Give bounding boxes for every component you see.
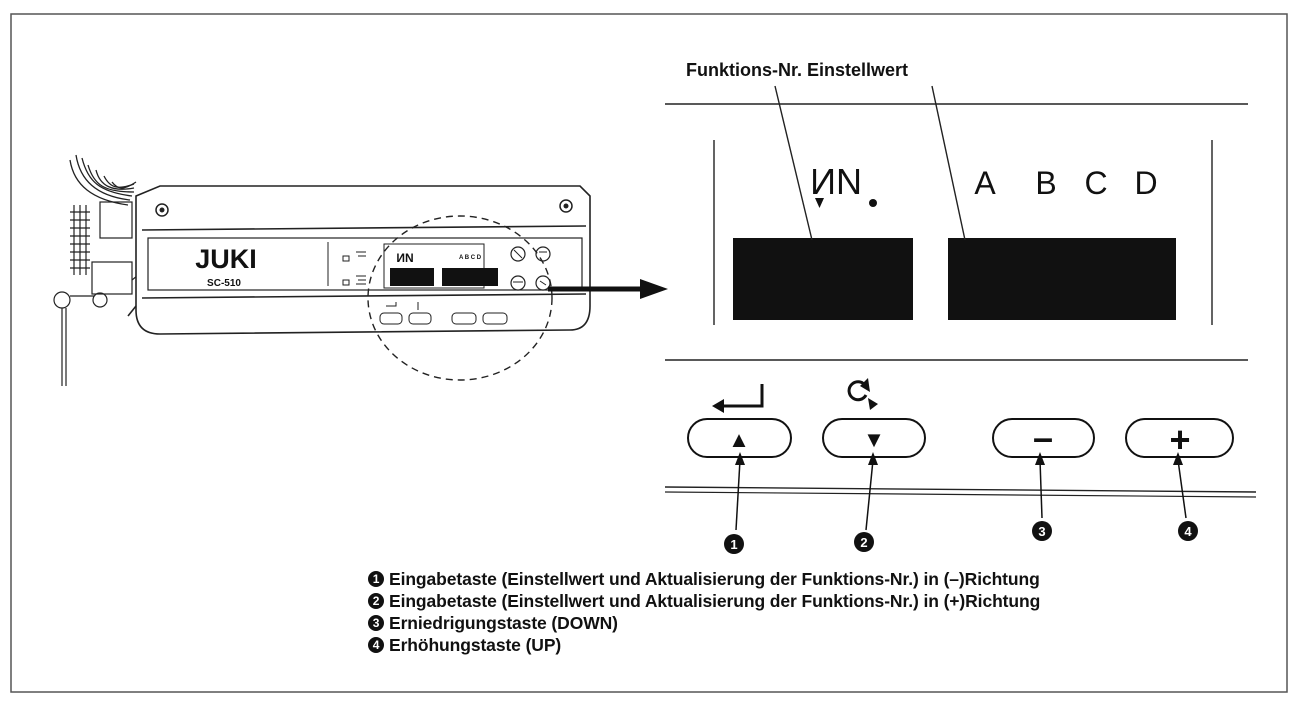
unit-key-4: [482, 312, 508, 325]
brand-logo: JUKI: [195, 244, 257, 274]
small-led-1: [342, 255, 350, 262]
unit-round-button-marks: [513, 249, 547, 286]
cable-bundle: [69, 154, 137, 206]
screw-right-center: [563, 203, 569, 209]
key-down[interactable]: –: [992, 417, 1095, 458]
legend-marker-2: 2: [368, 593, 384, 609]
callout-line-2: [865, 459, 874, 531]
enter-arrow-head: [712, 399, 724, 413]
legend-note-1: 1 Eingabetaste (Einstellwert und Aktuali…: [368, 568, 1040, 590]
refresh-icon-head: [860, 378, 870, 392]
key-up-triangle-icon: ▲: [728, 427, 750, 452]
leader-function-number: [774, 85, 813, 241]
callout-line-3: [1039, 459, 1043, 519]
unit-round-button-2: [535, 246, 551, 262]
unit-key-2: [408, 312, 432, 325]
marker-4-text: 4: [1184, 524, 1192, 539]
control-unit-illustration: JUKI SC-510 ИN A B C D: [53, 154, 668, 386]
small-led-labels: [356, 251, 366, 285]
marker-3: [1032, 521, 1052, 541]
key-enter-plus[interactable]: ▼: [822, 418, 926, 458]
unit-key-symbols: [386, 302, 419, 310]
figure-frame: [10, 13, 1288, 693]
setting-value-display: [948, 238, 1176, 320]
unit-key-3: [451, 312, 477, 325]
legend-note-4: 4 Erhöhungstaste (UP): [368, 634, 1040, 656]
key-plus-icon: +: [1169, 419, 1190, 460]
display-glyphs: ИN: [810, 161, 862, 202]
letter-b: B: [1035, 165, 1056, 201]
key-enter-minus[interactable]: ▲: [687, 418, 792, 458]
small-display-block-right: [442, 268, 498, 286]
panel-bottom-line-1: [664, 486, 1257, 493]
small-display-glyphs: ИN: [396, 251, 413, 265]
legend-marker-1: 1: [368, 571, 384, 587]
function-number-display: [733, 238, 913, 320]
enlarged-panel: Funktions-Nr. Einstellwert ИN A B C D ▲ …: [664, 60, 1257, 554]
leader-setting-value: [931, 85, 966, 241]
callout-head-2: [868, 452, 878, 465]
callout-line-1: [735, 459, 741, 531]
small-display-letters: A B C D: [459, 255, 482, 261]
key-up[interactable]: +: [1125, 418, 1234, 460]
panel-bottom-line-2: [664, 491, 1257, 498]
unit-round-button-3: [510, 275, 526, 291]
magnifier-circle: [367, 215, 553, 381]
legend-note-2: 2 Eingabetaste (Einstellwert und Aktuali…: [368, 590, 1040, 612]
marker-2: [854, 532, 874, 552]
glyph-dot-icon: [869, 199, 877, 207]
legend-text-3: Erniedrigungstaste (DOWN): [389, 613, 618, 633]
callout-head-4: [1173, 452, 1183, 465]
legend-notes: 1 Eingabetaste (Einstellwert und Aktuali…: [368, 568, 1040, 656]
small-display-block-left: [390, 268, 434, 286]
marker-1: [724, 534, 744, 554]
unit-key-1: [379, 312, 403, 325]
refresh-icon: [847, 380, 868, 402]
callout-line-4: [1177, 459, 1187, 519]
small-led-2: [342, 279, 350, 286]
screw-left-center: [159, 207, 165, 213]
marker-4: [1178, 521, 1198, 541]
marker-1-text: 1: [730, 537, 737, 552]
key-minus-icon: –: [1033, 417, 1053, 458]
marker-2-text: 2: [860, 535, 867, 550]
legend-text-4: Erhöhungstaste (UP): [389, 635, 562, 655]
front-panel: [147, 237, 583, 291]
refresh-icon-tail: [868, 398, 878, 410]
marker-3-text: 3: [1038, 524, 1045, 539]
legend-text-1: Eingabetaste (Einstellwert und Aktualisi…: [389, 569, 1040, 589]
glyph-down-arrow-icon: [815, 198, 824, 208]
header-label: Funktions-Nr. Einstellwert: [686, 60, 908, 80]
legend-text-2: Eingabetaste (Einstellwert und Aktualisi…: [389, 591, 1041, 611]
legend-note-3: 3 Erniedrigungstaste (DOWN): [368, 612, 1040, 634]
callout-head-3: [1035, 452, 1045, 465]
key-down-triangle-icon: ▼: [863, 427, 885, 452]
side-connector: [53, 201, 143, 386]
legend-marker-3: 3: [368, 615, 384, 631]
letter-c: C: [1084, 165, 1107, 201]
zoom-arrow-head: [640, 279, 668, 299]
enter-arrow-icon: [720, 384, 764, 408]
callout-head-1: [735, 452, 745, 465]
legend-marker-4: 4: [368, 637, 384, 653]
letter-d: D: [1134, 165, 1157, 201]
letter-a: A: [974, 165, 996, 201]
model-label: SC-510: [207, 278, 241, 289]
